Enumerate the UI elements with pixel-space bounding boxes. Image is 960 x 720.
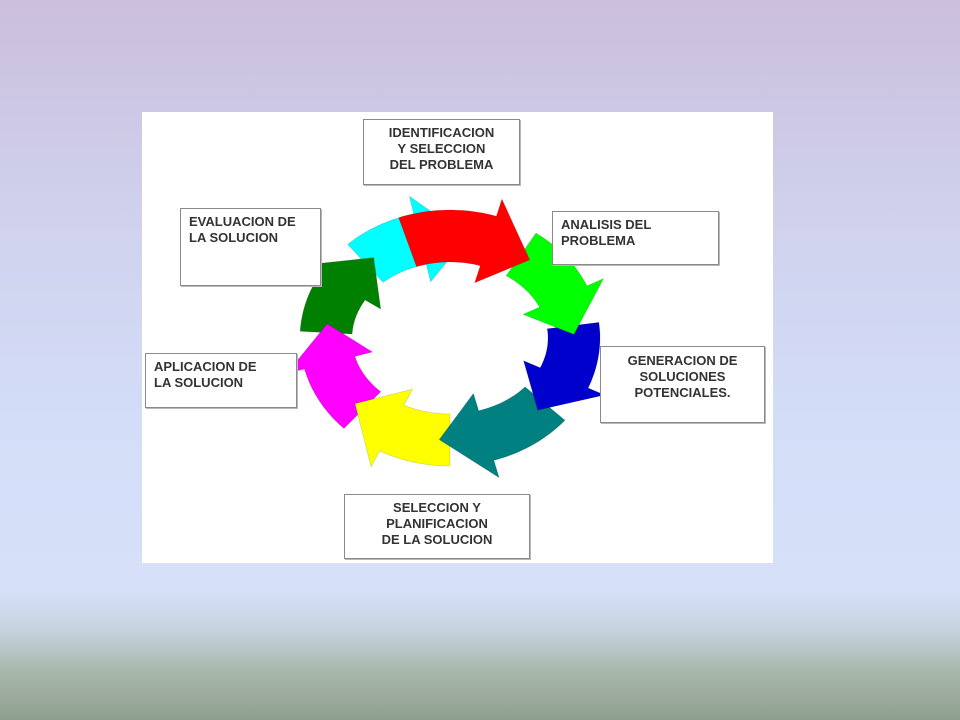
step-analisis-box: ANALISIS DEL PROBLEMA (552, 211, 719, 265)
diagram-panel: IDENTIFICACION Y SELECCION DEL PROBLEMA … (142, 112, 773, 563)
cycle-diagram (285, 195, 606, 479)
cycle-arrow-blue (522, 321, 606, 411)
step-aplicacion-box: APLICACION DE LA SOLUCION (145, 353, 297, 408)
cycle-arrow-teal (438, 386, 566, 479)
step-evaluacion-box: EVALUACION DE LA SOLUCION (180, 208, 321, 286)
step-identificacion-box: IDENTIFICACION Y SELECCION DEL PROBLEMA (363, 119, 520, 185)
step-generacion-box: GENERACION DE SOLUCIONES POTENCIALES. (600, 346, 765, 423)
step-seleccion-box: SELECCION Y PLANIFICACION DE LA SOLUCION (344, 494, 530, 559)
cycle-arrow-yellow (354, 388, 451, 468)
cycle-arrow-magenta (285, 323, 382, 430)
cycle-arrow-red (398, 197, 531, 284)
cycle-arrows (285, 195, 606, 479)
